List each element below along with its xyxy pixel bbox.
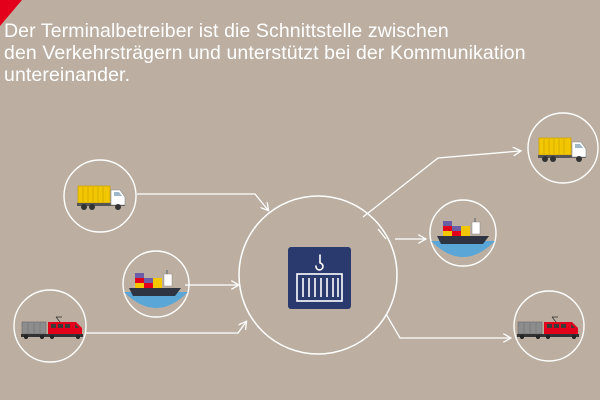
arrow-train-out — [385, 313, 510, 338]
caption-line-3: untereinander. — [4, 64, 131, 86]
brand-corner-triangle — [0, 0, 22, 26]
arrow-truck-out — [362, 151, 520, 218]
node-train-out — [513, 290, 585, 362]
water-disc — [431, 241, 495, 257]
arrow-train-in — [86, 322, 246, 334]
caption-text: Der Terminalbetreiber ist die Schnittste… — [4, 20, 596, 86]
terminal-hub — [238, 195, 398, 355]
train-icon — [516, 316, 580, 340]
hub-circle — [238, 195, 398, 355]
node-train-in — [13, 289, 87, 363]
arrow-ship-out-hook — [377, 228, 387, 240]
node-truck-out — [527, 112, 599, 184]
ship-icon — [436, 217, 490, 245]
connector-lines — [86, 151, 520, 338]
caption-line-1: Der Terminalbetreiber ist die Schnittste… — [4, 20, 449, 42]
node-ship-in — [122, 250, 190, 318]
arrow-truck-in — [137, 193, 268, 210]
node-ship-out — [429, 199, 497, 267]
ship-icon — [128, 269, 182, 297]
node-truck-in — [63, 159, 137, 233]
train-icon — [20, 316, 84, 340]
truck-icon — [76, 185, 126, 211]
truck-icon — [537, 137, 587, 163]
caption-line-2: den Verkehrsträgern und unterstützt bei … — [4, 42, 526, 64]
